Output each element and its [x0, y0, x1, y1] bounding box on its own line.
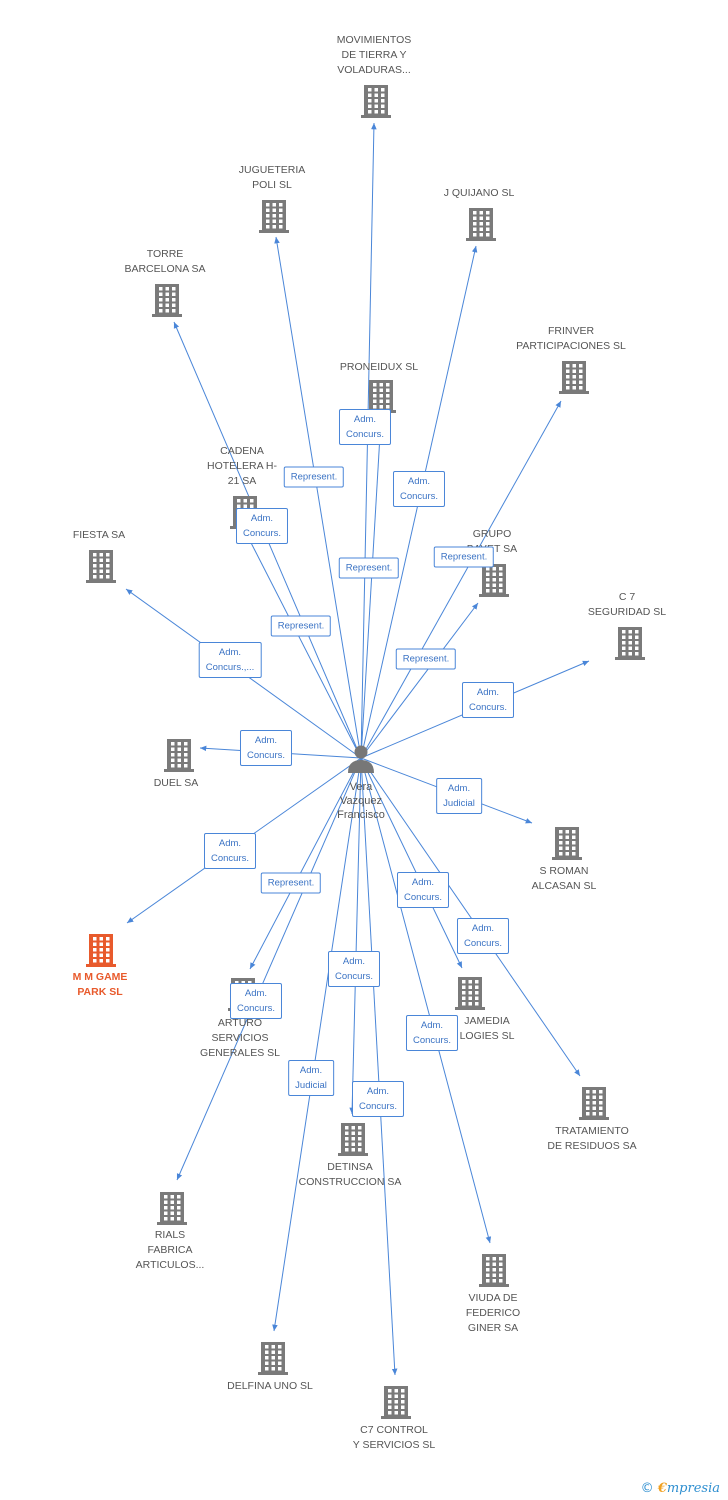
company-label-detinsa[interactable]: DETINSA CONSTRUCCION SA	[298, 1161, 402, 1188]
company-label-c7seg[interactable]: C 7 SEGURIDAD SL	[587, 591, 667, 618]
brand-initial: €	[657, 1481, 667, 1496]
building-icon-mmgame[interactable]	[86, 934, 116, 967]
company-label-arturo[interactable]: ARTURO SERVICIOS GENERALES SL	[200, 1017, 280, 1059]
company-label-viuda[interactable]: VIUDA DE FEDERICO GINER SA	[465, 1292, 521, 1334]
building-icon-detinsa[interactable]	[338, 1123, 368, 1156]
relation-edge-delfina	[272, 757, 362, 1332]
brand-name: mpresia	[666, 1481, 720, 1496]
building-icon-tratamiento[interactable]	[579, 1087, 609, 1120]
relation-label-frinver[interactable]: Represent.	[433, 546, 495, 568]
company-label-jamedia[interactable]: JAMEDIA LOGIES SL	[459, 1015, 515, 1042]
building-icon-c7seg[interactable]	[615, 627, 645, 660]
company-label-movimientos[interactable]: MOVIMIENTOS DE TIERRA Y VOLADURAS...	[336, 34, 412, 76]
relation-label-delfina[interactable]: Adm. Judicial	[288, 1060, 334, 1096]
company-label-tratamiento[interactable]: TRATAMIENTO DE RESIDUOS SA	[547, 1125, 637, 1152]
relation-label-movimientos[interactable]: Adm. Concurs.	[338, 409, 392, 445]
relation-edge-c7control	[360, 757, 398, 1376]
relation-edge-rials	[176, 757, 362, 1181]
company-label-mmgame[interactable]: M M GAME PARK SL	[72, 971, 128, 998]
company-label-sroman[interactable]: S ROMAN ALCASAN SL	[531, 865, 597, 892]
relation-label-tratamiento[interactable]: Adm. Concurs.	[456, 918, 510, 954]
building-icon-delfina[interactable]	[258, 1342, 288, 1375]
relation-label-c7seg[interactable]: Adm. Concurs.	[461, 682, 515, 718]
company-label-proneidux[interactable]: PRONEIDUX SL	[339, 361, 419, 373]
building-icon-jamedia[interactable]	[455, 977, 485, 1010]
building-icon-fiesta[interactable]	[86, 550, 116, 583]
company-label-duel[interactable]: DUEL SA	[153, 777, 199, 789]
relation-edge-proneidux	[360, 417, 384, 759]
relation-label-jamedia[interactable]: Adm. Concurs.	[396, 872, 450, 908]
relation-label-arturo[interactable]: Represent.	[260, 872, 322, 894]
relation-label-cadena[interactable]: Represent.	[270, 615, 332, 637]
company-label-rials[interactable]: RIALS FABRICA ARTICULOS...	[135, 1229, 205, 1271]
building-icon-c7control[interactable]	[381, 1386, 411, 1419]
building-icon-grupo[interactable]	[479, 564, 509, 597]
relation-label-mmgame[interactable]: Adm. Concurs.	[203, 833, 257, 869]
relation-label-jugueteria[interactable]: Represent.	[283, 466, 345, 488]
relation-edge-arturo	[249, 757, 362, 970]
company-label-jquijano[interactable]: J QUIJANO SL	[443, 187, 515, 199]
company-label-delfina[interactable]: DELFINA UNO SL	[227, 1380, 313, 1392]
building-icon-jugueteria[interactable]	[259, 200, 289, 233]
building-icon-viuda[interactable]	[479, 1254, 509, 1287]
building-icon-sroman[interactable]	[552, 827, 582, 860]
relation-edge-jamedia	[360, 757, 463, 969]
person-icon[interactable]	[348, 745, 374, 774]
relation-label-sroman[interactable]: Adm. Judicial	[436, 778, 482, 814]
building-icon-proneidux[interactable]	[366, 380, 396, 413]
relation-label-c7control[interactable]: Adm. Concurs.	[351, 1081, 405, 1117]
company-label-torre[interactable]: TORRE BARCELONA SA	[124, 248, 206, 275]
building-icon-torre[interactable]	[152, 284, 182, 317]
relation-label-duel[interactable]: Adm. Concurs.	[239, 730, 293, 766]
relation-label-jquijano[interactable]: Adm. Concurs.	[392, 471, 446, 507]
relation-label-viuda[interactable]: Adm. Concurs.	[405, 1015, 459, 1051]
building-icon-rials[interactable]	[157, 1192, 187, 1225]
company-label-cadena[interactable]: CADENA HOTELERA H- 21 SA	[206, 445, 278, 487]
relation-edge-frinver	[360, 400, 562, 759]
relation-edge-tratamiento	[360, 757, 581, 1077]
relation-edge-jugueteria	[274, 236, 362, 759]
relation-label-torre[interactable]: Adm. Concurs.	[235, 508, 289, 544]
company-label-frinver[interactable]: FRINVER PARTICIPACIONES SL	[516, 325, 626, 352]
copyright-icon: ©	[640, 1481, 654, 1496]
relation-label-grupo[interactable]: Represent.	[395, 648, 457, 670]
brand-footer: © €mpresia	[641, 1481, 720, 1496]
person-name[interactable]: Vera Vazquez Francisco	[337, 781, 385, 821]
company-label-fiesta[interactable]: FIESTA SA	[72, 529, 126, 541]
company-label-c7control[interactable]: C7 CONTROL Y SERVICIOS SL	[352, 1424, 436, 1451]
relation-edge-grupo	[360, 602, 479, 759]
building-icon-movimientos[interactable]	[361, 85, 391, 118]
relation-label-proneidux[interactable]: Represent.	[338, 557, 400, 579]
relation-label-rials[interactable]: Adm. Concurs.	[229, 983, 283, 1019]
relation-edge-viuda	[360, 757, 492, 1244]
building-icon-frinver[interactable]	[559, 361, 589, 394]
company-label-jugueteria[interactable]: JUGUETERIA POLI SL	[238, 164, 306, 191]
relation-label-fiesta[interactable]: Adm. Concurs.,...	[198, 642, 262, 678]
building-icon-duel[interactable]	[164, 739, 194, 772]
building-icon-jquijano[interactable]	[466, 208, 496, 241]
relation-edge-cadena	[245, 532, 362, 759]
relation-label-detinsa[interactable]: Adm. Concurs.	[327, 951, 381, 987]
relation-edge-detinsa	[349, 757, 362, 1115]
